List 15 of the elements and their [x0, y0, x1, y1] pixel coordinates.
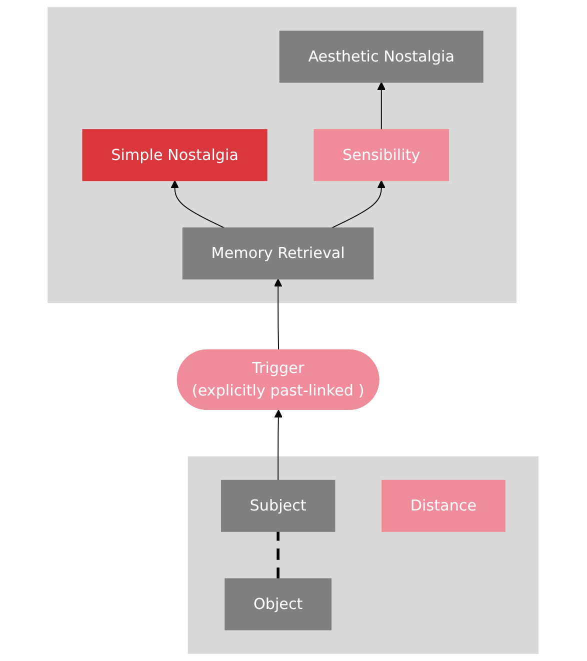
arrow	[332, 180, 386, 228]
arrow	[171, 180, 226, 228]
node-box: Distance	[382, 480, 506, 532]
node-box: Subject	[221, 480, 336, 532]
arrow	[274, 278, 283, 351]
arrow	[378, 82, 386, 130]
node-box: Sensibility	[314, 129, 450, 182]
arrow	[274, 410, 284, 481]
node-box: Simple Nostalgia	[82, 129, 268, 182]
node-box: Memory Retrieval	[182, 227, 374, 280]
node-box: Object	[225, 578, 332, 630]
cluster	[188, 456, 539, 654]
connector	[277, 531, 280, 579]
cluster	[48, 7, 517, 304]
node-box: Aesthetic Nostalgia	[280, 30, 484, 83]
